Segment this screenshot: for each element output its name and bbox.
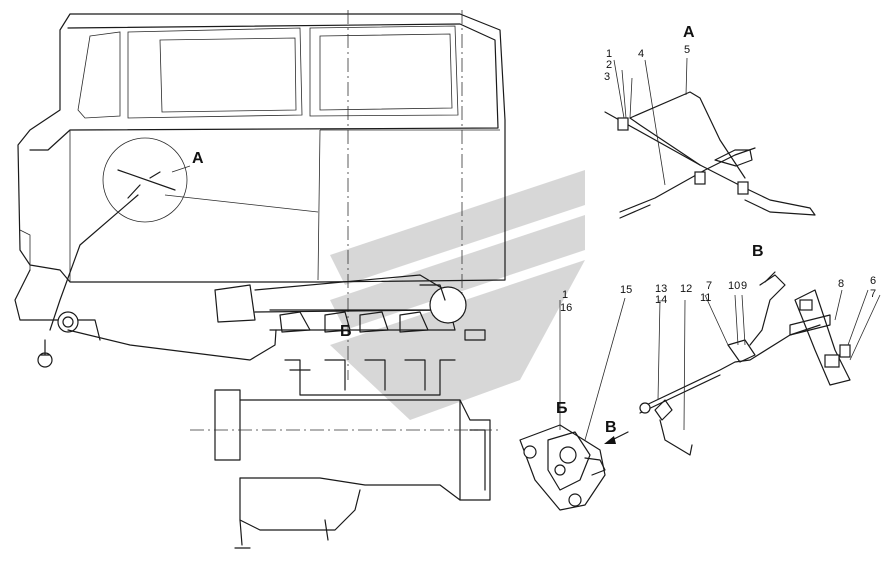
- view-b-detail: [519, 297, 626, 511]
- label-1b: 1: [562, 289, 568, 301]
- label-1: 1: [606, 48, 612, 60]
- view-v-title: В: [752, 243, 764, 260]
- watermark-logo: [330, 170, 585, 420]
- view-b-labels: 1 16 15: [560, 284, 632, 314]
- label-12: 12: [680, 283, 692, 295]
- label-4: 4: [638, 48, 644, 60]
- label-2: 2: [606, 59, 612, 71]
- view-v-arrow-label: В: [605, 419, 617, 436]
- view-v-labels: 13 14 12 7 11 10 9 8 6 7: [655, 275, 876, 306]
- cab-outline: [14, 10, 506, 380]
- engine-outline: [190, 274, 500, 549]
- view-a-title: А: [683, 24, 695, 41]
- view-v-direction-arrow: [604, 431, 629, 444]
- label-6: 6: [870, 275, 876, 287]
- label-9: 9: [741, 280, 747, 292]
- engine-view-callout: Б: [340, 323, 352, 340]
- label-7: 7: [706, 280, 712, 292]
- label-11: 11: [700, 292, 711, 304]
- label-13: 13: [655, 283, 667, 295]
- label-16: 16: [560, 302, 572, 314]
- label-15: 15: [620, 284, 632, 296]
- label-5: 5: [684, 44, 690, 56]
- label-7b: 7: [870, 288, 876, 300]
- view-a-detail: [604, 57, 816, 219]
- view-v-detail: [639, 271, 881, 456]
- view-a-labels: 1 2 3 4 5: [604, 44, 690, 83]
- cab-view-callout: А: [192, 150, 204, 167]
- label-3: 3: [604, 71, 610, 83]
- view-b-title: Б: [556, 400, 568, 417]
- label-8: 8: [838, 278, 844, 290]
- label-14: 14: [655, 294, 667, 306]
- control-cable: [49, 137, 319, 361]
- label-10: 10: [728, 280, 740, 292]
